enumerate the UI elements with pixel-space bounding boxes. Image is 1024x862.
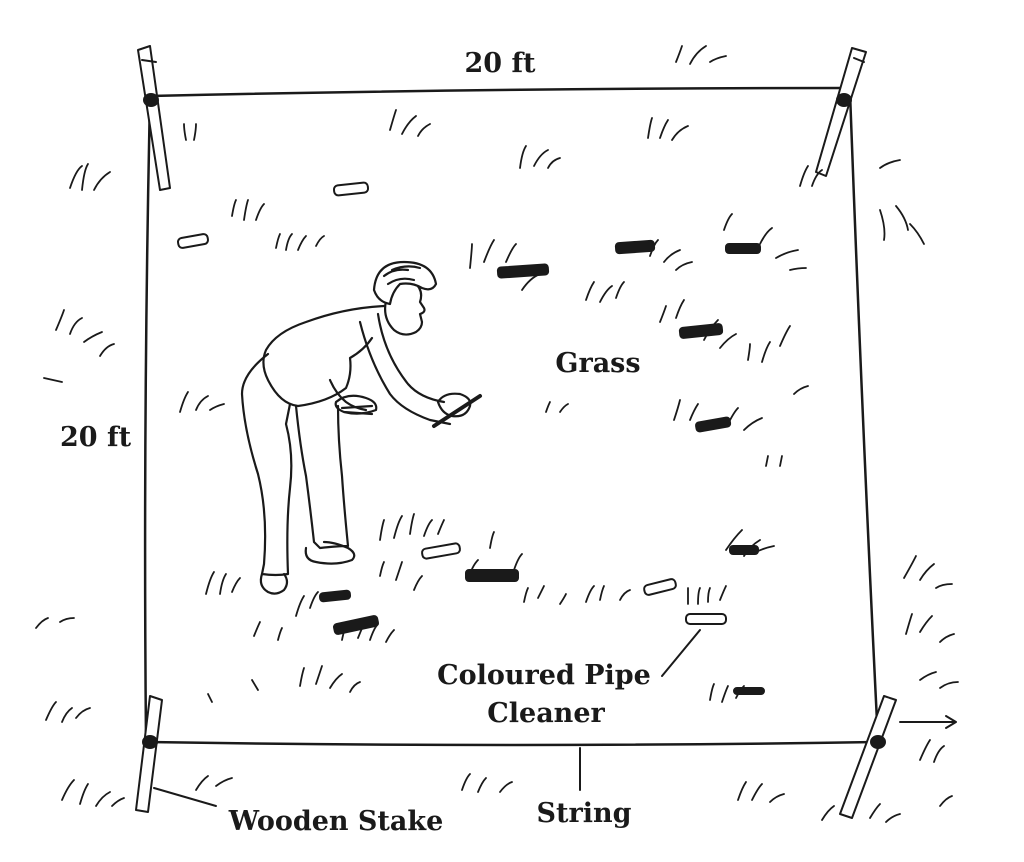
- stake-bottom-right: [839, 695, 897, 819]
- pipe-cleaner-marker: [685, 613, 727, 625]
- pipe-cleaner-marker: [496, 263, 550, 279]
- string-label: String: [537, 798, 632, 829]
- pipe-cleaner-pointer: [661, 629, 701, 677]
- stake-pointer: [153, 787, 217, 807]
- pipe-cleaner-marker: [332, 615, 380, 635]
- pipe-cleaner-marker: [643, 578, 677, 596]
- string-bottom: [146, 740, 878, 747]
- arrow-right: [899, 715, 957, 729]
- person-right-leg: [294, 404, 350, 550]
- stake-top-left: [137, 45, 171, 191]
- person-right-foot: [304, 540, 356, 565]
- pipe-cleaner-marker: [733, 687, 765, 695]
- wooden-stakes: [135, 45, 897, 819]
- person-torso: [262, 304, 386, 408]
- person-figure: [240, 260, 482, 595]
- string-right: [848, 90, 880, 744]
- pipe-cleaner-label-line2: Cleaner: [487, 698, 605, 729]
- wooden-stake-label: Wooden Stake: [228, 806, 444, 837]
- pipe-cleaner-marker: [176, 233, 210, 249]
- pipe-cleaners: [176, 181, 765, 695]
- pipe-cleaner-marker: [678, 323, 724, 339]
- person-hand: [436, 392, 472, 418]
- person-head: [383, 280, 426, 336]
- person-left-arm: [328, 378, 368, 412]
- person-hair: [372, 260, 438, 306]
- pipe-cleaner-bundle: [334, 394, 378, 416]
- string-top: [148, 86, 850, 98]
- stake-bottom-left: [135, 695, 163, 813]
- side-dimension-label: 20 ft: [60, 422, 132, 453]
- string-boundary: [143, 86, 880, 747]
- pipe-cleaner-marker: [614, 239, 656, 255]
- grass-label: Grass: [555, 348, 640, 379]
- person-right-arm: [358, 312, 452, 426]
- pipe-cleaner-marker: [318, 589, 352, 603]
- pipe-cleaner-marker: [725, 243, 761, 254]
- top-dimension-label: 20 ft: [464, 48, 536, 79]
- string-left: [143, 96, 152, 742]
- pipe-cleaner-label-line1: Coloured Pipe: [437, 660, 651, 691]
- person-left-foot: [259, 572, 289, 595]
- person-left-leg: [240, 352, 293, 577]
- pipe-cleaner-marker: [332, 181, 370, 197]
- pipe-cleaner-marker: [695, 416, 732, 433]
- pointer-lines: [153, 629, 957, 807]
- pipe-cleaner-marker: [421, 542, 461, 560]
- stake-top-right: [815, 47, 867, 177]
- pipe-cleaner-marker: [465, 569, 519, 582]
- pipe-cleaner-marker: [729, 545, 759, 555]
- held-pipe-cleaner: [432, 394, 482, 428]
